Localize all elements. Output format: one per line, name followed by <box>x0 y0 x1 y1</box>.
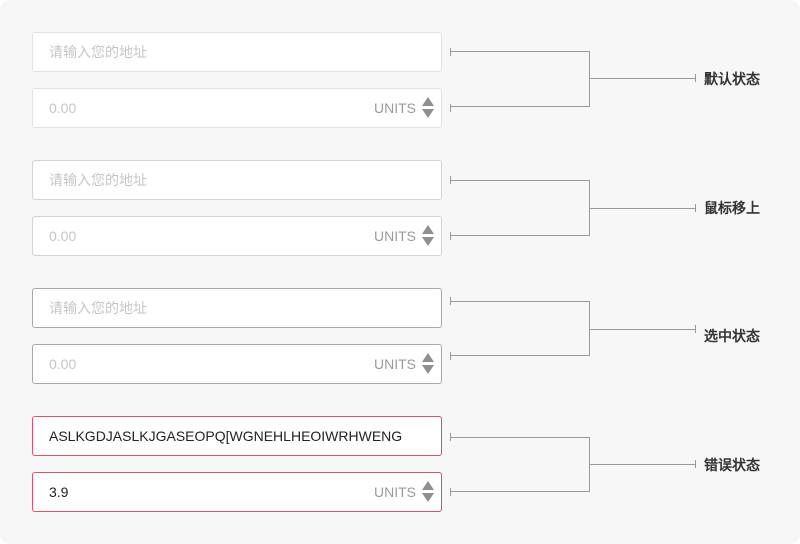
connector-line <box>450 106 590 107</box>
stepper-icon[interactable] <box>422 225 434 247</box>
units-input-hover[interactable]: UNITS <box>32 216 442 256</box>
connector-tick <box>450 488 451 496</box>
connector-tick <box>695 460 696 468</box>
number-text-input[interactable] <box>33 473 441 511</box>
stepper-icon[interactable] <box>422 97 434 119</box>
decrement-arrow-icon[interactable] <box>422 109 434 118</box>
increment-arrow-icon[interactable] <box>422 481 434 490</box>
connector-line <box>450 235 590 236</box>
connector-line <box>589 78 695 79</box>
connector-tick <box>695 204 696 212</box>
number-text-input[interactable] <box>33 345 441 383</box>
increment-arrow-icon[interactable] <box>422 97 434 106</box>
increment-arrow-icon[interactable] <box>422 353 434 362</box>
units-label: UNITS <box>374 228 416 244</box>
number-text-input[interactable] <box>33 217 441 255</box>
state-label-error: 错误状态 <box>704 457 760 473</box>
units-input-focus[interactable]: UNITS <box>32 344 442 384</box>
decrement-arrow-icon[interactable] <box>422 365 434 374</box>
connector-tick <box>450 48 451 56</box>
connector-tick <box>695 325 696 333</box>
decrement-arrow-icon[interactable] <box>422 493 434 502</box>
connector-line <box>450 491 590 492</box>
connector-bracket <box>589 51 590 107</box>
connector-tick <box>450 352 451 360</box>
connector-bracket <box>589 301 590 356</box>
units-input-default[interactable]: UNITS <box>32 88 442 128</box>
connector-line <box>450 180 590 181</box>
address-text-input[interactable] <box>33 161 441 199</box>
units-label: UNITS <box>374 356 416 372</box>
connector-line <box>589 464 695 465</box>
state-label-default: 默认状态 <box>704 71 760 87</box>
number-text-input[interactable] <box>33 89 441 127</box>
connector-tick <box>450 104 451 112</box>
address-text-input[interactable] <box>33 33 441 71</box>
connector-line <box>589 208 695 209</box>
connector-line <box>450 51 590 52</box>
connector-line <box>450 437 590 438</box>
units-label: UNITS <box>374 484 416 500</box>
increment-arrow-icon[interactable] <box>422 225 434 234</box>
connector-line <box>589 329 695 330</box>
connector-tick <box>695 74 696 82</box>
units-input-error[interactable]: UNITS <box>32 472 442 512</box>
address-input-hover[interactable] <box>32 160 442 200</box>
state-label-hover: 鼠标移上 <box>704 200 760 216</box>
address-input-focus[interactable] <box>32 288 442 328</box>
address-text-input[interactable] <box>33 417 441 455</box>
units-label: UNITS <box>374 100 416 116</box>
address-text-input[interactable] <box>33 289 441 327</box>
connector-line <box>450 355 590 356</box>
connector-line <box>450 301 590 302</box>
connector-tick <box>450 232 451 240</box>
stepper-icon[interactable] <box>422 353 434 375</box>
state-label-focus: 选中状态 <box>704 328 760 344</box>
decrement-arrow-icon[interactable] <box>422 237 434 246</box>
address-input-default[interactable] <box>32 32 442 72</box>
stepper-icon[interactable] <box>422 481 434 503</box>
address-input-error[interactable] <box>32 416 442 456</box>
